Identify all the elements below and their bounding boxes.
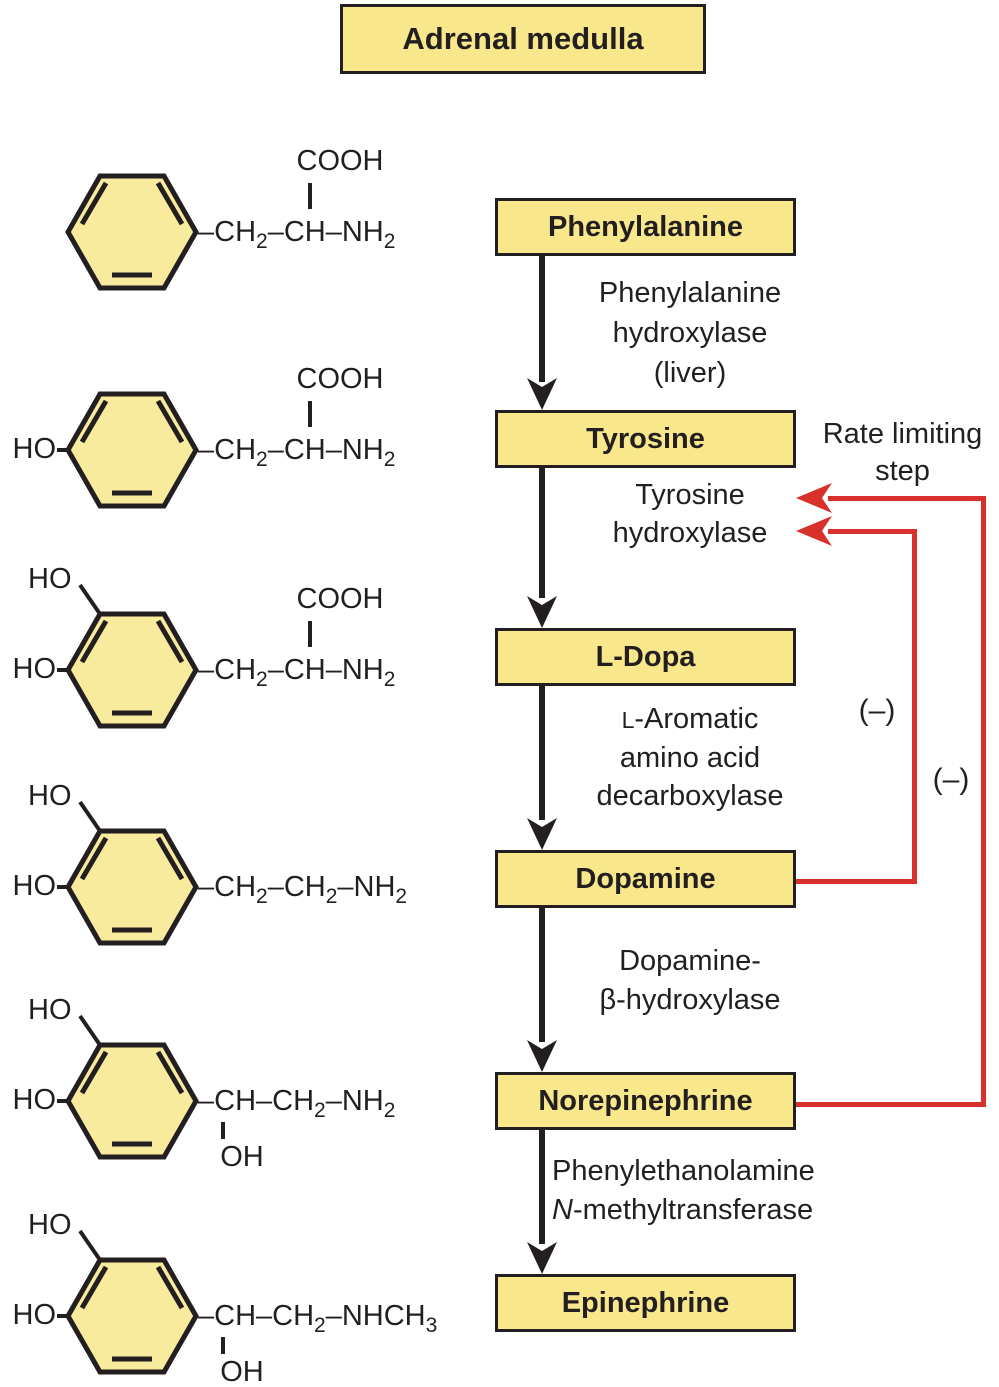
l-dopa-hydroxyl-top-label: HO (28, 563, 72, 595)
structure-phenylalanine: –CH2–CH–NH2 COOH (0, 122, 500, 342)
arrow-line-phe-tyr (539, 256, 545, 382)
dopamine-side-chain: –CH2–CH2–NH2 (198, 871, 408, 908)
adrenal-medulla-title-box: Adrenal medulla (340, 4, 706, 74)
epinephrine-side-chain: –CH–CH2–NHCH3 (198, 1300, 438, 1337)
phenylalanine-benzene-ring-icon (65, 173, 199, 291)
rate-limiting-step-label: Rate limiting step (822, 418, 983, 487)
epinephrine-beta-hydroxyl-bond (221, 1337, 225, 1354)
norepinephrine-box: Norepinephrine (495, 1072, 796, 1130)
structure-dopamine: HO HO –CH2–CH2–NH2 (0, 777, 500, 997)
epinephrine-beta-hydroxyl-label: OH (220, 1356, 264, 1387)
phenylalanine-box: Phenylalanine (495, 198, 796, 256)
phenylalanine-hydroxylase-label: Phenylalanine hydroxylase (liver) (598, 277, 782, 389)
l-dopa-benzene-ring-icon (57, 583, 199, 729)
norepinephrine-hydroxyl-top-label: HO (28, 994, 72, 1026)
epinephrine-hydroxyl-left-label: HO (12, 1299, 57, 1331)
dopamine-hydroxyl-left-label: HO (12, 870, 57, 902)
tyrosine-carboxyl-bond (308, 401, 312, 427)
phenylalanine-carboxyl-bond (308, 183, 312, 209)
feedback-line-from-dopamine (796, 879, 917, 884)
inhibition-minus-outer: (–) (932, 763, 970, 796)
down-arrowhead-icon (527, 1242, 557, 1274)
feedback-line-dopamine-horizontal-top (828, 529, 917, 534)
norepinephrine-label: Norepinephrine (538, 1084, 753, 1117)
epinephrine-label: Epinephrine (561, 1286, 730, 1319)
dopamine-label: Dopamine (575, 862, 716, 895)
phenylalanine-label: Phenylalanine (547, 210, 743, 243)
tyrosine-hydroxylase-label: Tyrosine hydroxylase (612, 479, 768, 549)
norepinephrine-beta-hydroxyl-label: OH (220, 1141, 264, 1173)
l-dopa-carboxyl-bond (308, 621, 312, 647)
epinephrine-benzene-ring-icon (57, 1229, 199, 1375)
arrow-line-dopamine-nore (539, 908, 545, 1042)
l-dopa-label: L-Dopa (595, 640, 696, 673)
feedback-line-from-norepinephrine (796, 1102, 986, 1107)
tyrosine-benzene-ring-icon (57, 391, 199, 509)
phenylalanine-side-chain: –CH2–CH–NH2 (198, 216, 396, 253)
tyrosine-side-chain: –CH2–CH–NH2 (198, 434, 396, 471)
tyrosine-label: Tyrosine (586, 422, 705, 455)
epinephrine-box: Epinephrine (495, 1274, 796, 1332)
down-arrowhead-icon (527, 818, 557, 850)
tyrosine-box: Tyrosine (495, 410, 796, 468)
arrow-line-tyr-dopa (539, 468, 545, 598)
dopamine-beta-hydroxylase-label: Dopamine- β-hydroxylase (599, 945, 781, 1016)
feedback-line-norepinephrine-vertical (981, 496, 986, 1107)
tyrosine-carboxyl-label: COOH (296, 363, 384, 395)
down-arrowhead-icon (527, 1040, 557, 1072)
l-dopa-box: L-Dopa (495, 628, 796, 686)
phenylalanine-carboxyl-label: COOH (296, 145, 384, 177)
inhibition-minus-inner: (–) (858, 694, 896, 727)
l-dopa-hydroxyl-left-label: HO (12, 653, 57, 685)
arrow-line-nore-epi (539, 1130, 545, 1244)
feedback-line-norepinephrine-horizontal-top (828, 496, 986, 501)
norepinephrine-hydroxyl-left-label: HO (12, 1084, 57, 1116)
title-label: Adrenal medulla (402, 21, 644, 56)
dopamine-box: Dopamine (495, 850, 796, 908)
l-dopa-side-chain: –CH2–CH–NH2 (198, 654, 396, 691)
l-dopa-carboxyl-label: COOH (296, 583, 384, 615)
left-arrowhead-icon (796, 483, 832, 513)
down-arrowhead-icon (527, 596, 557, 628)
feedback-line-dopamine-vertical (912, 529, 917, 884)
structure-l-dopa: HO HO –CH2–CH–NH2 COOH (0, 560, 500, 780)
norepinephrine-benzene-ring-icon (57, 1014, 199, 1160)
norepinephrine-beta-hydroxyl-bond (221, 1122, 225, 1139)
down-arrowhead-icon (527, 378, 557, 410)
dopamine-benzene-ring-icon (57, 800, 199, 946)
tyrosine-hydroxyl-left-label: HO (12, 433, 57, 465)
dopamine-hydroxyl-top-label: HO (28, 780, 72, 812)
arrow-line-dopa-dopamine (539, 686, 545, 820)
aromatic-amino-acid-decarboxylase-label: L-Aromatic amino acid decarboxylase (596, 703, 784, 812)
left-arrowhead-icon (796, 516, 832, 546)
epinephrine-hydroxyl-top-label: HO (28, 1209, 72, 1241)
structure-tyrosine: HO –CH2–CH–NH2 COOH (0, 340, 500, 560)
norepinephrine-side-chain: –CH–CH2–NH2 (198, 1085, 396, 1122)
pnmt-label: Phenylethanolamine N-methyltransferase (552, 1155, 815, 1226)
